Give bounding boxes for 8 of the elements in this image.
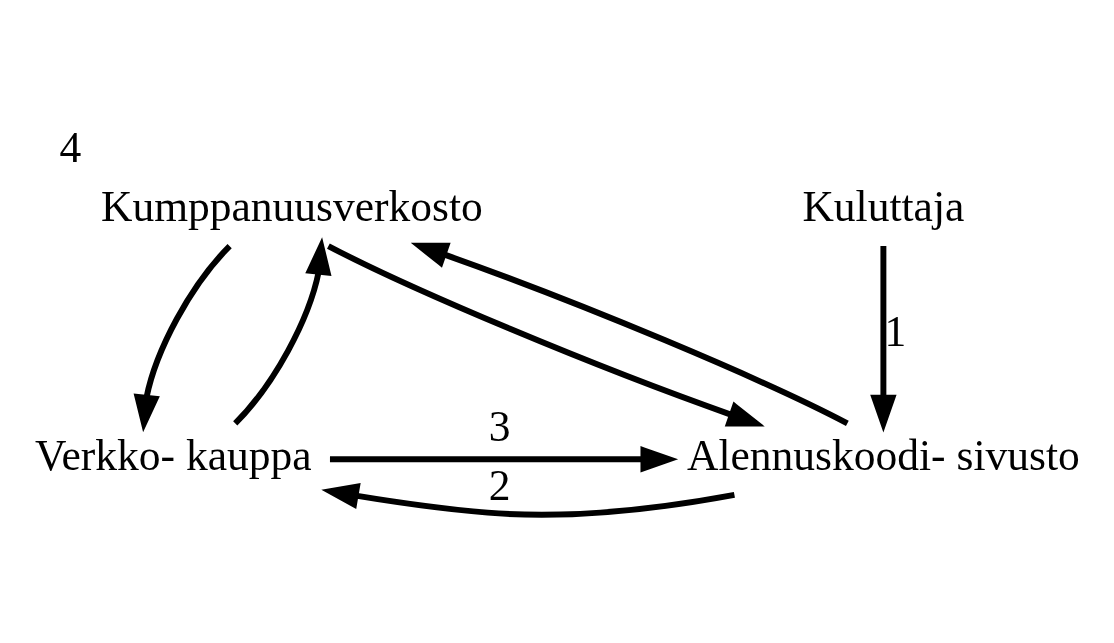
node-text: Kumppanuusverkosto <box>101 182 483 231</box>
node-label: 4 <box>59 122 82 171</box>
node-text: Verkko- kauppa <box>34 431 312 480</box>
edge-label: 3 <box>488 401 511 450</box>
edge-label: 2 <box>488 460 511 509</box>
node-text: Kuluttaja <box>802 182 965 231</box>
node-text: Alennuskoodi- sivusto <box>687 431 1080 480</box>
edge-label: 1 <box>884 306 907 355</box>
